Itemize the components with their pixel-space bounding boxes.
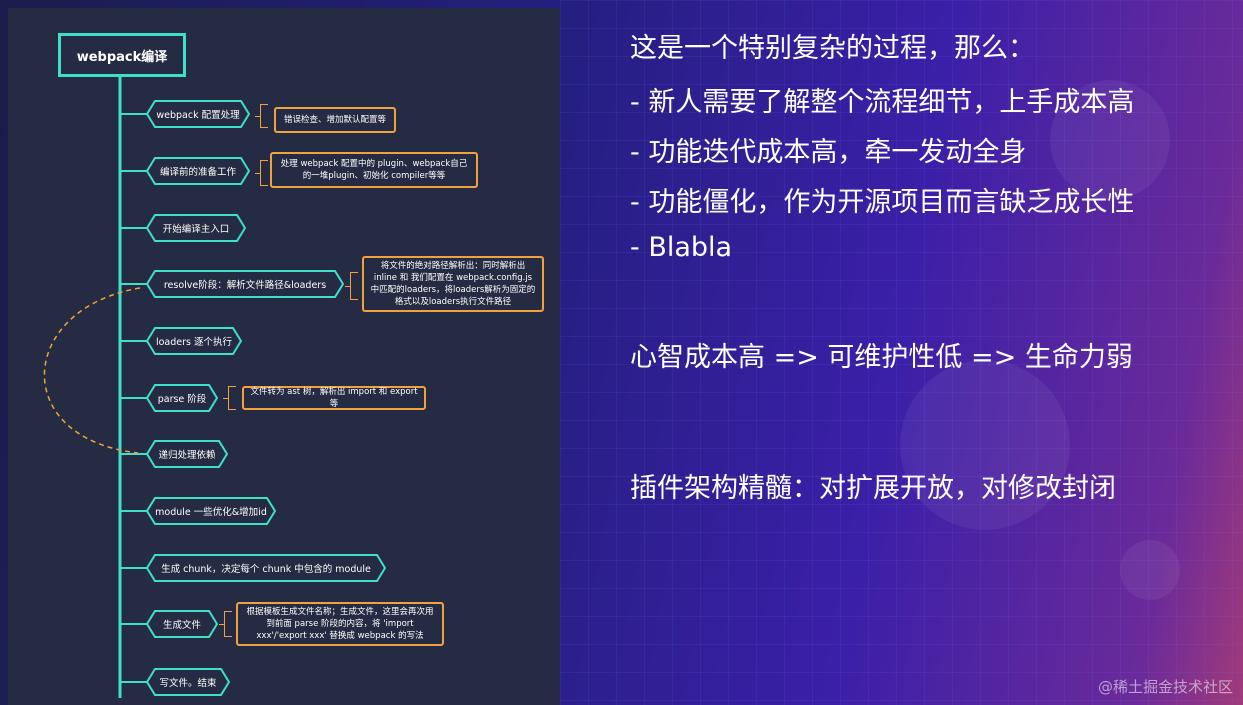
decoration-circle (1120, 540, 1180, 600)
recursion-loop-arrow (43, 287, 141, 454)
note-bracket (255, 104, 268, 128)
note-bracket (345, 272, 358, 300)
bullet-item: - 新人需要了解整个流程细节，上手成本高 (630, 87, 1135, 118)
step-parse: parse 阶段 (146, 384, 218, 412)
step-generate-chunk: 生成 chunk，决定每个 chunk 中包含的 module (146, 554, 386, 582)
step-write-files: 写文件。结束 (146, 668, 230, 696)
bullet-item: - 功能迭代成本高，牵一发动全身 (630, 137, 1027, 168)
slide-heading: 这是一个特别复杂的过程，那么： (630, 33, 1035, 64)
background-grid (560, 0, 1243, 705)
step-module-optimize: module 一些优化&增加id (146, 497, 276, 525)
note-generate-files: 根据模板生成文件名称；生成文件，这里会再次用到前面 parse 阶段的内容，将 … (236, 602, 444, 646)
step-recursive-deps: 递归处理依赖 (146, 440, 228, 468)
flowchart-connectors (43, 74, 147, 698)
note-bracket (255, 160, 268, 186)
step-webpack-config: webpack 配置处理 (146, 100, 250, 128)
bullet-item: - Blabla (630, 232, 733, 263)
note-parse: 文件转为 ast 树，解析出 import 和 export 等 (242, 386, 426, 410)
step-generate-files: 生成文件 (146, 610, 218, 638)
step-resolve: resolve阶段：解析文件路径&loaders (146, 270, 344, 298)
note-resolve: 将文件的绝对路径解析出：同时解析出 inline 和 我们配置在 webpack… (362, 256, 544, 312)
note-prepare: 处理 webpack 配置中的 plugin、webpack自己的一堆plugi… (270, 152, 478, 188)
note-bracket (219, 611, 232, 637)
bullet-item: - 功能僵化，作为开源项目而言缺乏成长性 (630, 187, 1135, 218)
decoration-circle (1050, 80, 1170, 200)
note-bracket (223, 386, 236, 410)
step-prepare: 编译前的准备工作 (146, 157, 250, 185)
step-loaders: loaders 逐个执行 (146, 327, 242, 355)
slide-conclusion: 心智成本高 => 可维护性低 => 生命力弱 (630, 342, 1133, 373)
flowchart-panel: webpack编译 webpack 配置处理 错误检查、增加默认配置等 编译前的… (8, 8, 560, 705)
watermark: @稀土掘金技术社区 (1097, 678, 1233, 696)
diagram-title: webpack编译 (58, 33, 186, 77)
note-webpack-config: 错误检查、增加默认配置等 (274, 107, 396, 133)
step-main-entry: 开始编译主入口 (146, 214, 246, 242)
decoration-circle (900, 360, 1070, 530)
slide-principle: 插件架构精髓：对扩展开放，对修改封闭 (630, 473, 1116, 504)
